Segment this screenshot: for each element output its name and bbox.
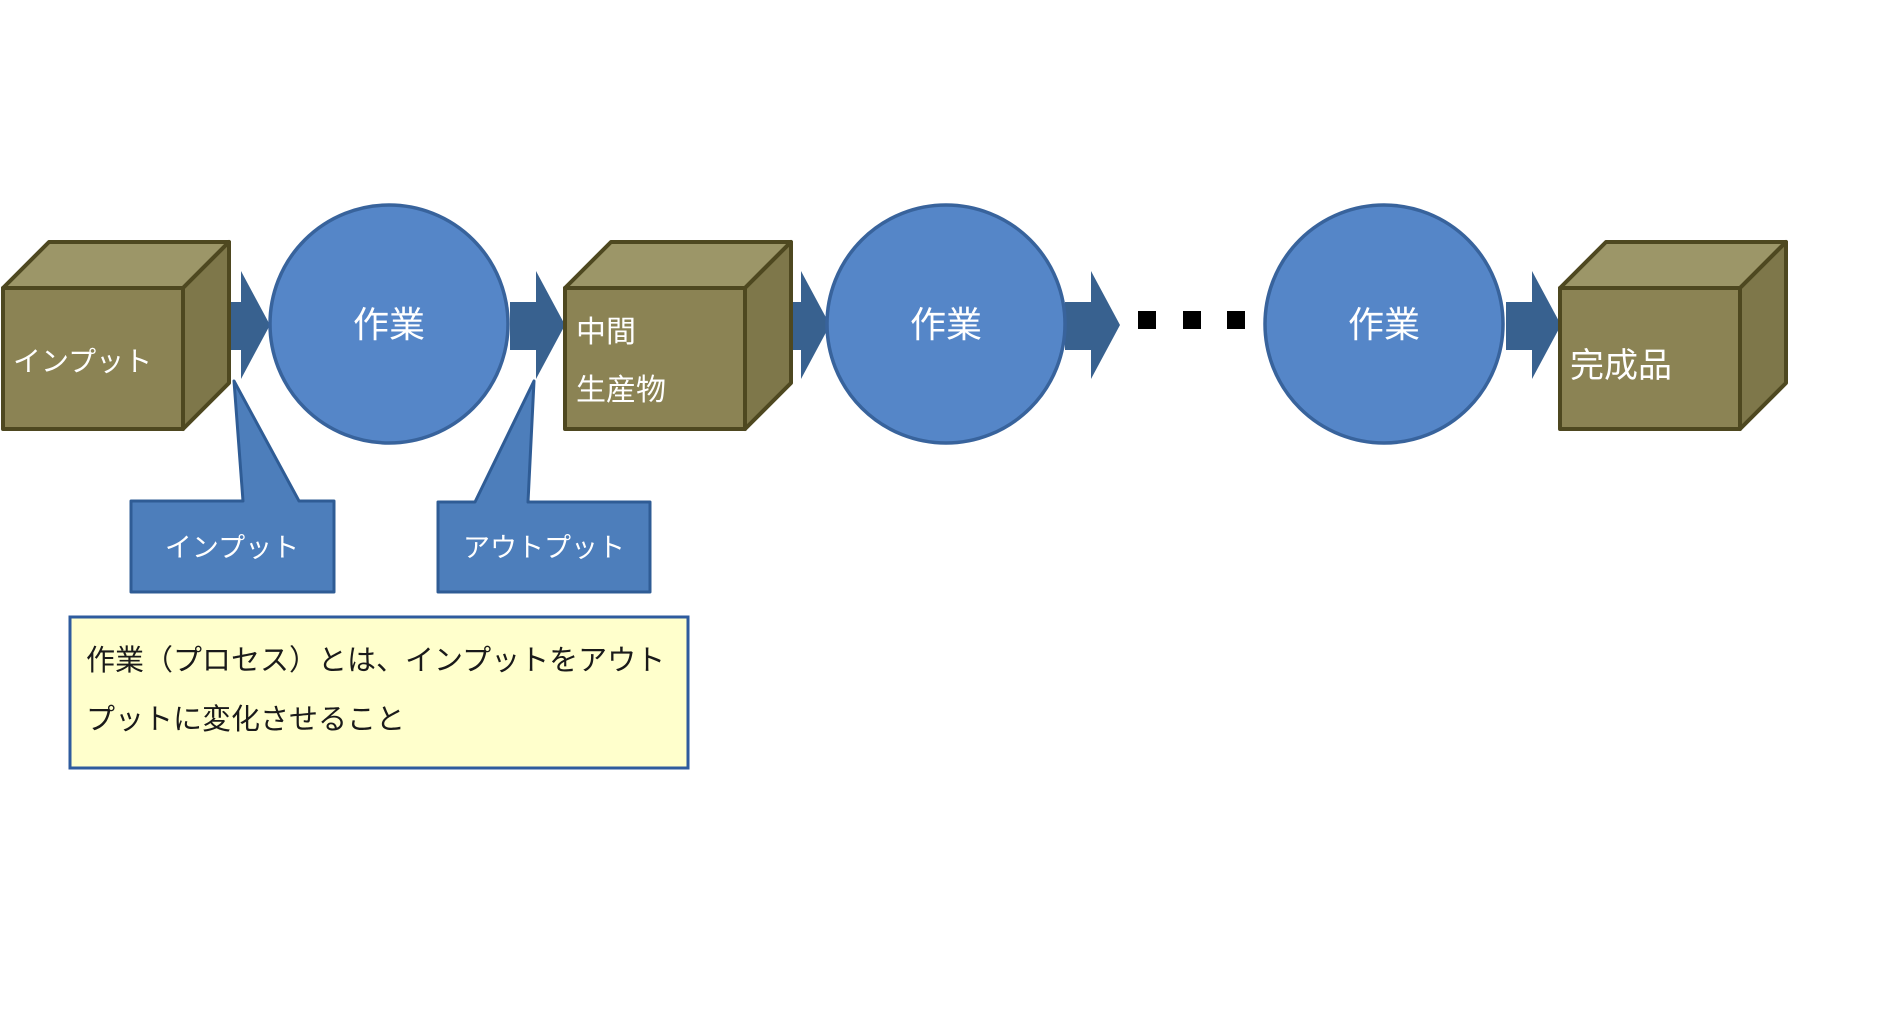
output-callout: アウトプット <box>436 379 652 594</box>
process3-circle <box>1263 203 1505 445</box>
ellipsis <box>1138 311 1245 329</box>
output-callout-shape <box>436 379 652 594</box>
process3-node: 作業 <box>1263 203 1505 445</box>
final-box-label: 完成品 <box>1570 346 1672 386</box>
intermediate-box-node: 中間 生産物 <box>563 240 793 431</box>
definition-note-line2: プットに変化させること <box>86 702 405 736</box>
definition-note-box <box>68 615 690 770</box>
ellipsis-dot-2 <box>1183 311 1201 329</box>
input-box-label: インプット <box>13 345 152 378</box>
input-callout-shape <box>129 379 336 594</box>
arrow-process2-to-ellipsis-icon <box>1065 271 1120 379</box>
flow-arrows <box>215 271 1561 379</box>
arrow-process1-to-intermediate-icon <box>510 271 565 379</box>
input-callout: インプット <box>129 379 336 594</box>
arrow-input-to-process1-icon <box>215 271 270 379</box>
intermediate-box-front-face <box>563 286 747 431</box>
ellipsis-dot-3 <box>1227 311 1245 329</box>
final-box-front-face <box>1558 286 1742 431</box>
final-box-node: 完成品 <box>1558 240 1788 431</box>
input-callout-label: インプット <box>165 533 299 564</box>
output-callout-label: アウトプット <box>463 533 625 564</box>
input-box-front-face <box>1 286 185 431</box>
arrow-process3-to-final-icon <box>1506 271 1561 379</box>
process2-label: 作業 <box>910 305 982 346</box>
definition-note: 作業（プロセス）とは、インプットをアウト プットに変化させること <box>68 615 690 770</box>
process1-node: 作業 <box>268 203 510 445</box>
process2-node: 作業 <box>825 203 1067 445</box>
process3-label: 作業 <box>1348 305 1420 346</box>
arrow-intermediate-to-process2-icon <box>775 271 830 379</box>
input-box-node: インプット <box>1 240 231 431</box>
ellipsis-dot-1 <box>1138 311 1156 329</box>
process2-circle <box>825 203 1067 445</box>
definition-note-line1: 作業（プロセス）とは、インプットをアウト <box>86 643 665 677</box>
intermediate-box-label-line1: 中間 <box>576 315 636 350</box>
process1-label: 作業 <box>353 305 425 346</box>
process1-circle <box>268 203 510 445</box>
intermediate-box-label-line2: 生産物 <box>576 373 666 408</box>
